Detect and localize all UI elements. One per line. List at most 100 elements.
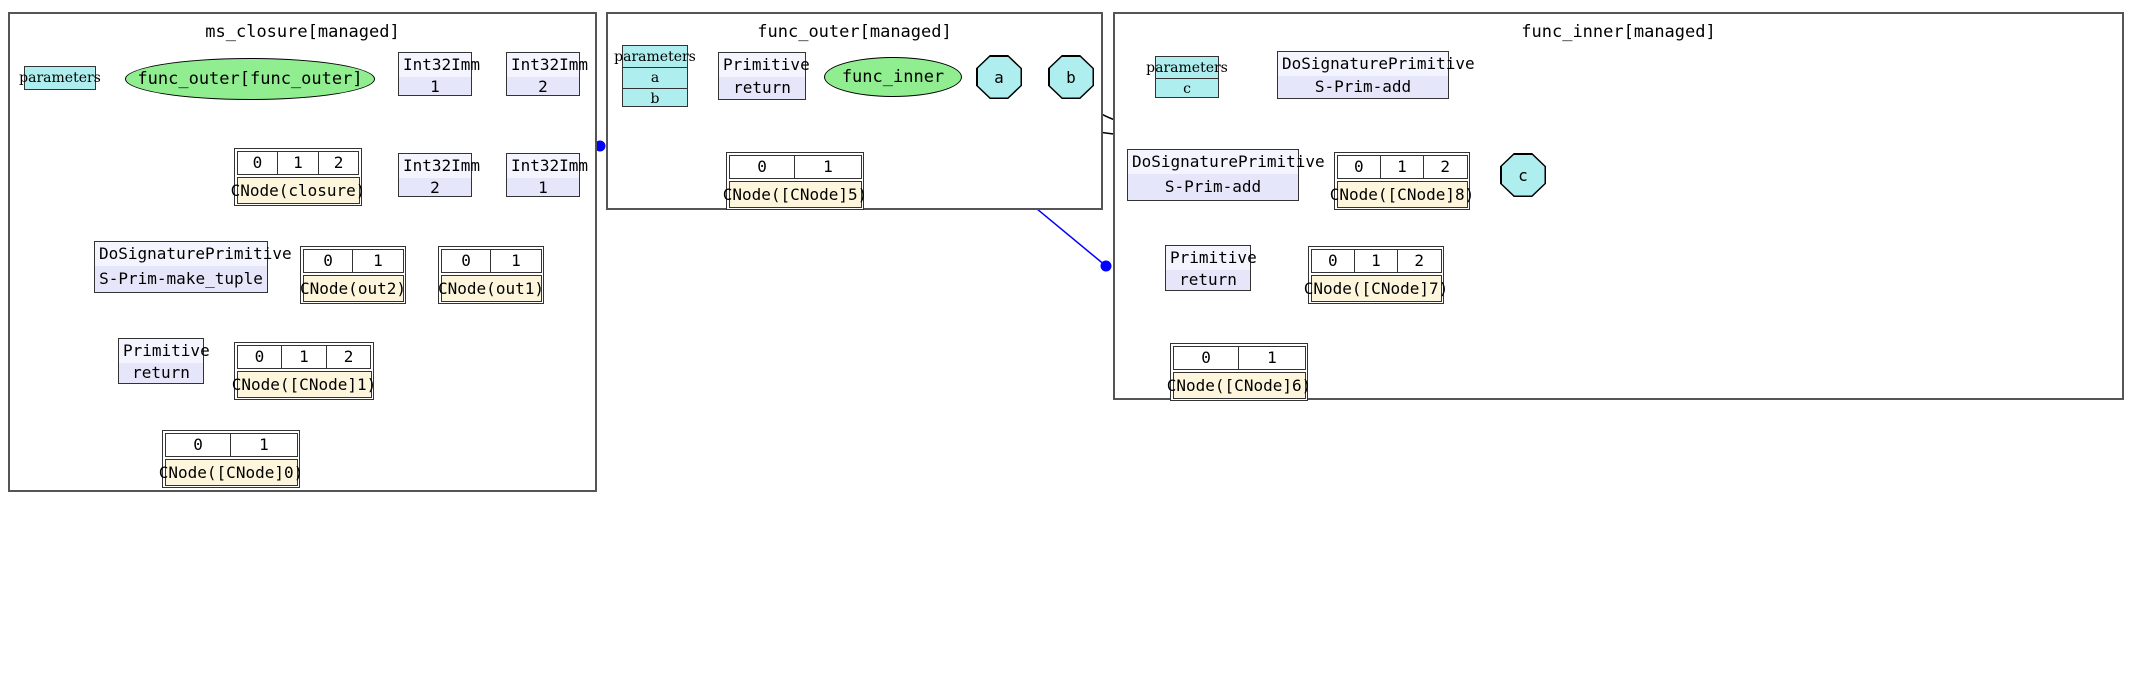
func-outer-ellipse-node[interactable]: func_outer[func_outer] bbox=[125, 58, 375, 100]
cnode-port-2[interactable]: 2 bbox=[1422, 154, 1468, 180]
cnode-port-0[interactable]: 0 bbox=[236, 344, 283, 370]
cnode-ports: 0 1 bbox=[1172, 345, 1306, 371]
int32imm-value-3: 2 bbox=[430, 177, 440, 197]
cnode-closure[interactable]: 0 1 2 CNode(closure) bbox=[231, 148, 365, 206]
cnode-port-0[interactable]: 0 bbox=[302, 248, 354, 274]
cnode-label: CNode([CNode]7) bbox=[1304, 274, 1448, 302]
cluster-func-inner: func_inner[managed] bbox=[1113, 12, 2124, 400]
func-inner-ellipse-node[interactable]: func_inner bbox=[824, 57, 962, 97]
parameters-record-func-outer: parameters a b bbox=[614, 45, 696, 107]
cnode-label: CNode(closure) bbox=[231, 176, 365, 204]
cnode-label: CNode([CNode]5) bbox=[723, 180, 867, 208]
cnode-ports: 0 1 2 bbox=[236, 344, 372, 370]
parameter-item-b: b bbox=[650, 91, 660, 107]
cnode-out2[interactable]: 0 1 CNode(out2) bbox=[300, 246, 406, 304]
cnode-port-1[interactable]: 1 bbox=[1379, 154, 1425, 180]
cluster-title: ms_closure[managed] bbox=[205, 22, 400, 42]
dosignature-type: DoSignaturePrimitive bbox=[1278, 52, 1475, 76]
int32imm-value-2: 2 bbox=[538, 76, 548, 96]
cnode-port-1[interactable]: 1 bbox=[1353, 248, 1399, 274]
primitive-return-node-ms-closure: Primitive return bbox=[118, 338, 210, 384]
cnode-8[interactable]: 0 1 2 CNode([CNode]8) bbox=[1330, 152, 1474, 210]
cnode-port-2[interactable]: 2 bbox=[1396, 248, 1442, 274]
cluster-title: func_inner[managed] bbox=[1521, 22, 1716, 42]
cnode-0[interactable]: 0 1 CNode([CNode]0) bbox=[159, 430, 303, 488]
cnode-ports: 0 1 bbox=[728, 154, 862, 180]
cnode-6[interactable]: 0 1 CNode([CNode]6) bbox=[1167, 343, 1311, 401]
cnode-label: CNode([CNode]6) bbox=[1167, 371, 1311, 399]
primitive-value: return bbox=[733, 78, 791, 98]
cnode-7[interactable]: 0 1 2 CNode([CNode]7) bbox=[1304, 246, 1448, 304]
parameters-header: parameters bbox=[614, 46, 696, 68]
octagon-node-c[interactable]: c bbox=[1500, 153, 1546, 197]
primitive-type: Primitive bbox=[1166, 246, 1257, 270]
parameters-record-ms-closure: parameters bbox=[19, 66, 101, 90]
int32imm-type-2: Int32Imm bbox=[507, 53, 588, 77]
int32imm-type-3: Int32Imm bbox=[399, 154, 480, 178]
octagon-label-b: b bbox=[1049, 56, 1093, 98]
cnode-ports: 0 1 2 bbox=[236, 150, 360, 176]
int32imm-node-4: Int32Imm 1 bbox=[506, 153, 588, 197]
primitive-return-node-func-outer: Primitive return bbox=[718, 52, 810, 100]
cnode-label: CNode([CNode]1) bbox=[232, 370, 376, 398]
primitive-value: return bbox=[132, 363, 190, 383]
parameter-item-c: c bbox=[1183, 81, 1191, 97]
primitive-value: return bbox=[1179, 270, 1237, 290]
cnode-out1[interactable]: 0 1 CNode(out1) bbox=[438, 246, 544, 304]
cnode-ports: 0 1 2 bbox=[1310, 248, 1442, 274]
primitive-type: Primitive bbox=[119, 339, 210, 363]
cnode-port-1[interactable]: 1 bbox=[277, 150, 319, 176]
cnode-port-0[interactable]: 0 bbox=[164, 432, 232, 458]
cnode-ports: 0 1 bbox=[164, 432, 298, 458]
cnode-1[interactable]: 0 1 2 CNode([CNode]1) bbox=[232, 342, 376, 400]
cnode-port-1[interactable]: 1 bbox=[352, 248, 404, 274]
cnode-ports: 0 1 bbox=[302, 248, 404, 274]
cnode-port-1[interactable]: 1 bbox=[230, 432, 298, 458]
octagon-label-a: a bbox=[977, 56, 1021, 98]
primitive-return-node-func-inner: Primitive return bbox=[1165, 245, 1257, 291]
cnode-5[interactable]: 0 1 CNode([CNode]5) bbox=[723, 152, 867, 210]
dosignature-value: S-Prim-add bbox=[1164, 177, 1262, 197]
primitive-type: Primitive bbox=[719, 53, 810, 77]
cnode-port-0[interactable]: 0 bbox=[1310, 248, 1356, 274]
cnode-port-1[interactable]: 1 bbox=[490, 248, 542, 274]
parameter-item-a: a bbox=[623, 68, 687, 89]
cnode-ports: 0 1 2 bbox=[1336, 154, 1468, 180]
cnode-ports: 0 1 bbox=[440, 248, 542, 274]
octagon-node-a[interactable]: a bbox=[976, 55, 1022, 99]
cnode-label: CNode(out2) bbox=[300, 274, 406, 302]
cnode-label: CNode([CNode]8) bbox=[1330, 180, 1474, 208]
cnode-port-1[interactable]: 1 bbox=[281, 344, 327, 370]
octagon-label-c: c bbox=[1501, 154, 1545, 196]
cnode-port-2[interactable]: 2 bbox=[317, 150, 360, 176]
parameters-header: parameters bbox=[1146, 57, 1228, 79]
int32imm-type-1: Int32Imm bbox=[399, 53, 480, 77]
dosignature-value: S-Prim-add bbox=[1314, 77, 1412, 97]
cnode-label: CNode([CNode]0) bbox=[159, 458, 303, 486]
int32imm-node-1: Int32Imm 1 bbox=[398, 52, 480, 96]
dosignature-make-tuple-node: DoSignaturePrimitive S-Prim-make_tuple bbox=[94, 241, 292, 293]
dosignature-type: DoSignaturePrimitive bbox=[1128, 150, 1325, 174]
cluster-title: func_outer[managed] bbox=[757, 22, 952, 42]
int32imm-node-2: Int32Imm 2 bbox=[506, 52, 588, 96]
cnode-port-0[interactable]: 0 bbox=[1172, 345, 1240, 371]
dosignature-type: DoSignaturePrimitive bbox=[95, 242, 292, 266]
cnode-port-0[interactable]: 0 bbox=[728, 154, 796, 180]
int32imm-node-3: Int32Imm 2 bbox=[398, 153, 480, 197]
cnode-port-0[interactable]: 0 bbox=[1336, 154, 1382, 180]
parameters-record-func-inner: parameters c bbox=[1146, 56, 1228, 98]
int32imm-value-1: 1 bbox=[430, 76, 440, 96]
cnode-port-2[interactable]: 2 bbox=[325, 344, 372, 370]
cnode-port-0[interactable]: 0 bbox=[440, 248, 492, 274]
dosignature-add-node-left: DoSignaturePrimitive S-Prim-add bbox=[1127, 149, 1325, 201]
cnode-port-0[interactable]: 0 bbox=[236, 150, 279, 176]
func-outer-ellipse-label: func_outer[func_outer] bbox=[137, 69, 363, 89]
dosignature-add-node-top: DoSignaturePrimitive S-Prim-add bbox=[1277, 51, 1475, 99]
cnode-port-1[interactable]: 1 bbox=[794, 154, 862, 180]
parameters-header: parameters bbox=[19, 70, 101, 86]
cnode-label: CNode(out1) bbox=[438, 274, 544, 302]
cnode-port-1[interactable]: 1 bbox=[1238, 345, 1306, 371]
func-inner-ellipse-label: func_inner bbox=[841, 67, 945, 87]
octagon-node-b[interactable]: b bbox=[1048, 55, 1094, 99]
